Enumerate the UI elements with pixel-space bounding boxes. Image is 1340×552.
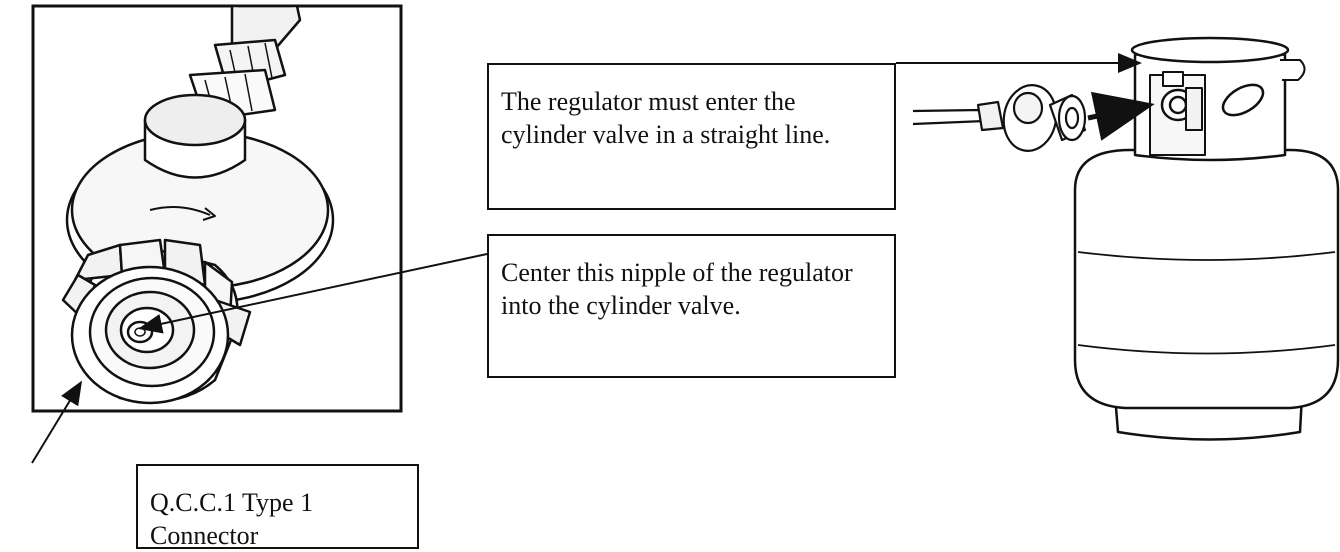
- callout-center-nipple-text: Center this nipple of the regulator into…: [501, 258, 853, 320]
- callout-connector-type-text: Q.C.C.1 Type 1 Connector: [150, 488, 314, 550]
- detail-frame: [31, 4, 403, 413]
- leader-line-nipple: [138, 253, 488, 334]
- insert-direction-arrow: [1087, 91, 1155, 141]
- callout-regulator-entry: The regulator must enter the cylinder va…: [487, 63, 896, 210]
- regulator-closeup: [61, 4, 335, 405]
- callout-regulator-entry-text: The regulator must enter the cylinder va…: [501, 87, 831, 149]
- leader-line-connector: [31, 380, 83, 464]
- propane-cylinder: [1073, 36, 1340, 441]
- callout-connector-type: Q.C.C.1 Type 1 Connector: [136, 464, 419, 550]
- regulator-on-hose: [912, 84, 1087, 152]
- callout-center-nipple: Center this nipple of the regulator into…: [487, 234, 896, 378]
